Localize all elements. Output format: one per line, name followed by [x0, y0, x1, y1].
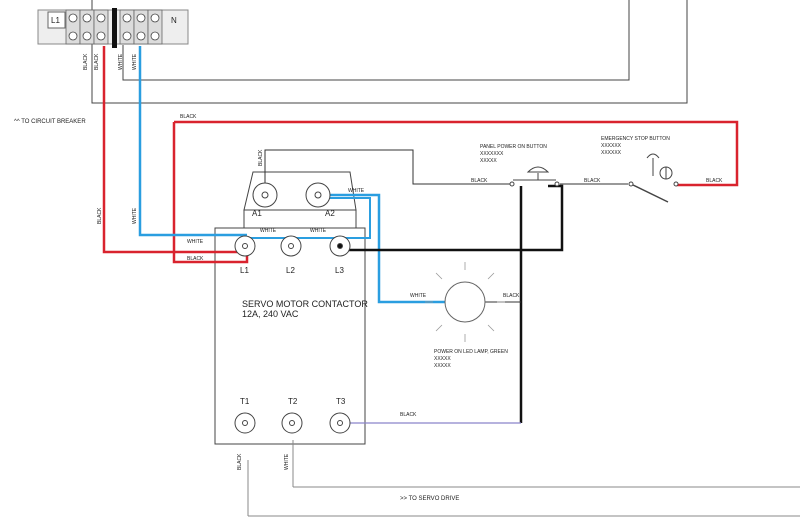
enclosure-outlines [91, 0, 688, 104]
svg-text:L1: L1 [240, 266, 249, 275]
emergency-stop-icon [628, 153, 679, 203]
black-wire [341, 184, 564, 423]
terminal-block: L1 N [37, 8, 189, 48]
pushbutton-icon [509, 166, 560, 187]
blue-wire-inner [247, 197, 371, 239]
terminal-label-n: N [171, 16, 177, 25]
lamp-label-line2: XXXXX [434, 356, 451, 362]
wire-label-white: WHITE [348, 188, 365, 194]
wire-label-white: WHITE [118, 53, 124, 70]
wire-label-black: BLACK [180, 114, 197, 120]
wire-label-black: BLACK [503, 293, 520, 299]
wire-labels: BLACK BLACK WHITE WHITE BLACK WHITE BLAC… [83, 53, 723, 470]
lamp-label-line3: XXXXX [434, 363, 451, 369]
outer-enclosure-line [91, 0, 688, 104]
wire-label-white: WHITE [284, 453, 290, 470]
svg-text:L3: L3 [335, 266, 344, 275]
red-wire [102, 46, 739, 264]
blue-wire [138, 46, 446, 304]
wire-label-black: BLACK [94, 53, 100, 70]
emergency-stop-line2: XXXXXX [601, 143, 622, 149]
wire-label-white: WHITE [260, 228, 277, 234]
coil-terminal-a2: A2 [305, 182, 335, 218]
lamp-label: POWER ON LED LAMP, GREEN [434, 349, 508, 355]
line-terminal-l2: L2 [280, 235, 302, 275]
wire-label-white: WHITE [187, 239, 204, 245]
wire-label-black: BLACK [471, 178, 488, 184]
inner-enclosure-line [122, 0, 630, 81]
wire-label-black: BLACK [237, 453, 243, 470]
svg-text:A2: A2 [325, 209, 335, 218]
coil-terminal-a1: A1 [252, 182, 278, 218]
wire-label-black: BLACK [187, 256, 204, 262]
contactor-rating: 12A, 240 VAC [242, 309, 299, 319]
wire-label-white: WHITE [410, 293, 427, 299]
svg-text:T3: T3 [336, 397, 346, 406]
terminal-label-l1: L1 [51, 16, 60, 25]
panel-power-button-line2: XXXXXXX [480, 151, 504, 157]
wire-label-black: BLACK [97, 207, 103, 224]
terminal-label-box-l1 [47, 11, 66, 29]
line-terminal-l1: L1 [234, 235, 256, 275]
emergency-stop-label: EMERGENCY STOP BUTTON [601, 136, 670, 142]
wire-label-white: WHITE [310, 228, 327, 234]
wire-label-black: BLACK [83, 53, 89, 70]
wire-label-black: BLACK [400, 412, 417, 418]
wire-label-black: BLACK [258, 149, 264, 166]
svg-text:T2: T2 [288, 397, 298, 406]
lamp-icon [425, 262, 505, 342]
svg-text:A1: A1 [252, 209, 262, 218]
wire-label-white: WHITE [132, 207, 138, 224]
load-terminal-t3: T3 [329, 397, 351, 434]
panel-power-button-line3: XXXXX [480, 158, 497, 164]
contactor-title: SERVO MOTOR CONTACTOR [242, 299, 368, 309]
load-terminal-t2: T2 [281, 397, 303, 434]
line-terminal-l3: L3 [329, 235, 351, 275]
panel-power-button-label: PANEL POWER ON BUTTON [480, 144, 547, 150]
svg-text:T1: T1 [240, 397, 250, 406]
to-circuit-breaker-note: ^^ TO CIRCUIT BREAKER [14, 119, 86, 125]
wire-label-white: WHITE [132, 53, 138, 70]
load-terminal-t1: T1 [234, 397, 256, 434]
wire-label-black: BLACK [584, 178, 601, 184]
svg-text:L2: L2 [286, 266, 295, 275]
emergency-stop-line3: XXXXXX [601, 150, 622, 156]
wire-label-black: BLACK [706, 178, 723, 184]
contactor-body [214, 227, 366, 445]
to-servo-drive-note: >> TO SERVO DRIVE [400, 496, 459, 502]
